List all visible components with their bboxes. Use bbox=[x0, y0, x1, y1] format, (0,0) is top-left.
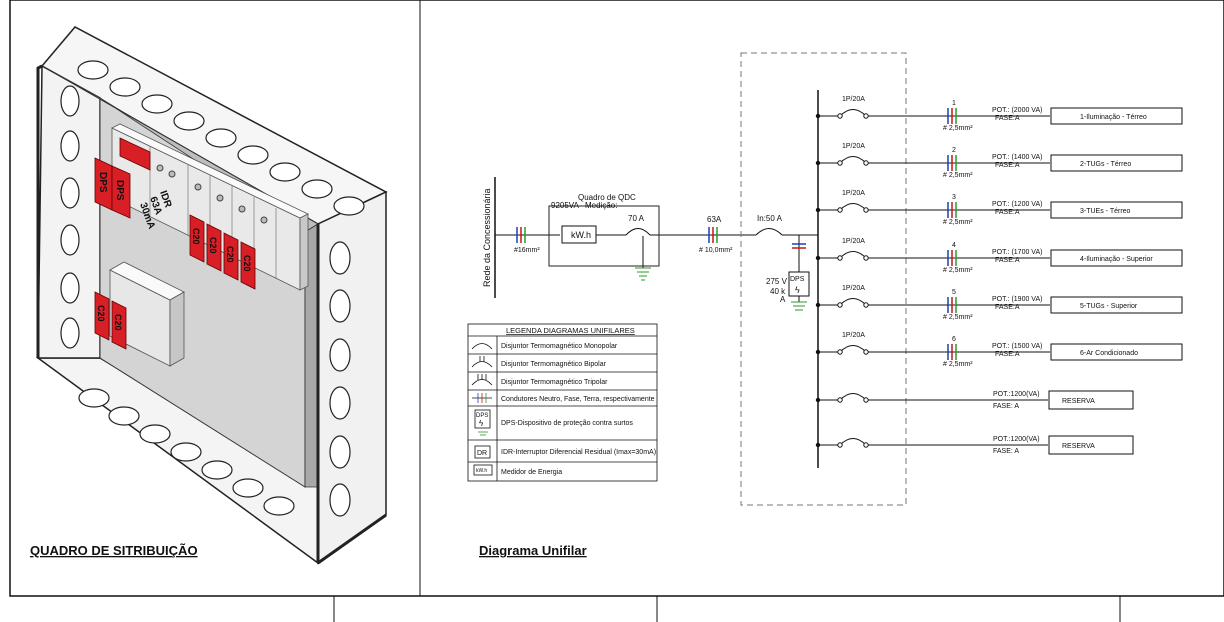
circuit-power: POT.: (2000 VA) bbox=[992, 107, 1042, 114]
circuit-phase: FASE:A bbox=[995, 351, 1020, 358]
reserve-row: POT.:1200(VA) FASE: A RESERVA bbox=[815, 435, 1134, 455]
circuit-number: 2 bbox=[952, 147, 956, 154]
circuit-row: 1P/20A 4 # 2,5mm² POT.: (1700 VA)FASE:A 4-Il… bbox=[815, 238, 1183, 274]
reserve-layer: POT.:1200(VA)FASE: ARESERVAPOT.:1200(VA)… bbox=[815, 390, 1134, 455]
qdc-power: 9205VA bbox=[551, 201, 580, 210]
legend-table bbox=[467, 323, 658, 482]
circuit-cable: # 2,5mm² bbox=[943, 125, 973, 132]
feeder-breaker-label: 63A bbox=[707, 215, 722, 224]
reserve-phase: FASE: A bbox=[993, 403, 1019, 410]
input-cable-label: #16mm² bbox=[514, 247, 540, 254]
dps-voltage: 275 V bbox=[766, 277, 788, 286]
legend-item: Condutores Neutro, Fase, Terra, respecti… bbox=[501, 396, 655, 403]
breaker-label: C20 bbox=[191, 228, 201, 245]
breaker-label: C20 bbox=[96, 305, 106, 322]
main-breaker-label: 70 A bbox=[628, 214, 645, 223]
circuit-phase: FASE:A bbox=[995, 257, 1020, 264]
circuit-phase: FASE:A bbox=[995, 209, 1020, 216]
reserve-name: RESERVA bbox=[1062, 443, 1095, 450]
circuit-name: 2-TUGs - Térreo bbox=[1080, 161, 1131, 168]
reserve-phase: FASE: A bbox=[993, 448, 1019, 455]
circuit-row: 1P/20A 6 # 2,5mm² POT.: (1500 VA)FASE:A 6-Ar… bbox=[815, 332, 1183, 368]
circuit-power: POT.: (1700 VA) bbox=[992, 249, 1042, 256]
circuit-number: 6 bbox=[952, 336, 956, 343]
distribution-box-illustration: DPS DPS IDR 63A 30mA C20 C20 C20 C20 C20… bbox=[35, 26, 388, 565]
circuit-row: 1P/20A 2 # 2,5mm² POT.: (1400 VA)FASE:A 2-TU… bbox=[815, 143, 1183, 179]
circuit-number: 5 bbox=[952, 289, 956, 296]
circuit-number: 4 bbox=[952, 242, 956, 249]
legend-bolt-icon: ϟ bbox=[479, 419, 484, 428]
dps-label: DPS bbox=[97, 172, 108, 193]
circuit-name: 3-TUEs - Térreo bbox=[1080, 208, 1131, 215]
legend-item: IDR-Interruptor Diferencial Residual (Im… bbox=[501, 449, 656, 456]
meter-label: kW.h bbox=[571, 230, 591, 240]
legend-idr-symbol: DR bbox=[477, 450, 487, 457]
legend-item: Disjuntor Termomagnético Monopolar bbox=[501, 343, 618, 350]
dps-box-label: DPS bbox=[790, 276, 805, 283]
circuit-row: 1P/20A 5 # 2,5mm² POT.: (1900 VA)FASE:A 5-TU… bbox=[815, 285, 1183, 321]
feeder-cable-label: # 10,0mm² bbox=[699, 247, 733, 254]
dps-bolt-icon: ϟ bbox=[795, 285, 800, 295]
legend-item: Disjuntor Termomagnético Bipolar bbox=[501, 361, 607, 368]
circuit-cable: # 2,5mm² bbox=[943, 172, 973, 179]
circuit-power: POT.: (1900 VA) bbox=[992, 296, 1042, 303]
source-label: Rede da Concessionária bbox=[482, 188, 492, 287]
circuit-name: 1-Iluminação - Térreo bbox=[1080, 114, 1147, 121]
circuit-name: 4-Iluminação - Superior bbox=[1080, 256, 1153, 263]
circuit-phase: FASE:A bbox=[995, 162, 1020, 169]
circuit-power: POT.: (1400 VA) bbox=[992, 154, 1042, 161]
breaker-label: C20 bbox=[113, 314, 123, 331]
circuit-phase: FASE:A bbox=[995, 304, 1020, 311]
circuit-number: 3 bbox=[952, 194, 956, 201]
qdc-title: Quadro de QDC bbox=[578, 193, 636, 202]
single-line-diagram bbox=[494, 52, 907, 506]
reserve-row: POT.:1200(VA) FASE: A RESERVA bbox=[815, 390, 1134, 410]
legend-item: DPS-Dispositivo de proteção contra surto… bbox=[501, 420, 633, 427]
left-panel-title: QUADRO DE SITRIBUIÇÃO bbox=[30, 543, 198, 558]
breaker-label: C20 bbox=[242, 255, 252, 272]
reserve-name: RESERVA bbox=[1062, 398, 1095, 405]
sheet-border bbox=[9, 0, 1224, 597]
circuit-row: 1P/20A 3 # 2,5mm² POT.: (1200 VA)FASE:A 3-TU… bbox=[815, 190, 1183, 226]
right-panel-title: Diagrama Unifilar bbox=[479, 543, 587, 558]
circuit-row: 1P/20A 1 # 2,5mm² POT.: (2000 VA)FASE:A 1-Il… bbox=[815, 96, 1183, 132]
circuit-cable: # 2,5mm² bbox=[943, 361, 973, 368]
dps-current: 40 k bbox=[770, 287, 786, 296]
reserve-power: POT.:1200(VA) bbox=[993, 391, 1040, 398]
breaker-rating: 1P/20A bbox=[842, 285, 865, 292]
circuit-name: 6-Ar Condicionado bbox=[1080, 350, 1138, 357]
breaker-label: C20 bbox=[208, 237, 218, 254]
circuit-phase: FASE:A bbox=[995, 115, 1020, 122]
circuit-name: 5-TUGs - Superior bbox=[1080, 303, 1138, 310]
circuit-number: 1 bbox=[952, 100, 956, 107]
breaker-rating: 1P/20A bbox=[842, 143, 865, 150]
breaker-rating: 1P/20A bbox=[842, 332, 865, 339]
legend-item: Disjuntor Termomagnético Tripolar bbox=[501, 379, 608, 386]
circuit-cable: # 2,5mm² bbox=[943, 314, 973, 321]
reserve-power: POT.:1200(VA) bbox=[993, 436, 1040, 443]
legend-dps-symbol: DPS bbox=[476, 413, 488, 419]
legend-item: Medidor de Energia bbox=[501, 469, 562, 476]
breaker-rating: 1P/20A bbox=[842, 190, 865, 197]
circuit-cable: # 2,5mm² bbox=[943, 267, 973, 274]
breaker-rating: 1P/20A bbox=[842, 238, 865, 245]
circuit-power: POT.: (1500 VA) bbox=[992, 343, 1042, 350]
idr-label: In:50 A bbox=[757, 214, 783, 223]
legend-meter-symbol: kW.h bbox=[476, 468, 487, 474]
circuit-cable: # 2,5mm² bbox=[943, 219, 973, 226]
dps-unit: A bbox=[780, 295, 786, 304]
breaker-label: C20 bbox=[225, 246, 235, 263]
legend-title: LEGENDA DIAGRAMAS UNIFILARES bbox=[506, 326, 635, 335]
circuit-power: POT.: (1200 VA) bbox=[992, 201, 1042, 208]
qdc-measurement: Medição: bbox=[585, 201, 617, 210]
dps-label: DPS bbox=[114, 180, 125, 201]
breaker-rating: 1P/20A bbox=[842, 96, 865, 103]
